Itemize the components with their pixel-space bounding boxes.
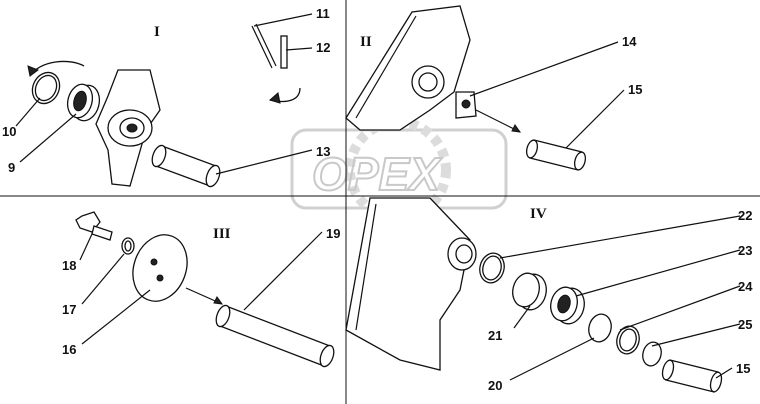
ring-24 xyxy=(616,325,640,355)
ring-22 xyxy=(479,252,505,284)
frame-lower xyxy=(345,197,471,371)
callout-10: 10 xyxy=(2,124,16,139)
callout-22: 22 xyxy=(738,208,752,223)
callout-25: 25 xyxy=(738,317,752,332)
callout-labels: 10 9 11 12 13 14 15 22 23 24 25 15 21 20… xyxy=(2,6,753,393)
callout-9: 9 xyxy=(8,160,15,175)
ring-10 xyxy=(31,71,61,105)
circlip-20 xyxy=(588,313,612,343)
section-label-iv: IV xyxy=(530,206,547,222)
section-label-ii: II xyxy=(360,34,372,50)
callout-16: 16 xyxy=(62,342,76,357)
callout-13: 13 xyxy=(316,144,330,159)
callout-11: 11 xyxy=(316,6,330,21)
ring-25 xyxy=(642,341,662,367)
callout-19: 19 xyxy=(326,226,340,241)
callout-14: 14 xyxy=(622,34,637,49)
section-i-parts xyxy=(27,23,301,188)
callout-23: 23 xyxy=(738,243,752,258)
section-label-i: I xyxy=(154,24,160,40)
section-label-iii: III xyxy=(213,226,231,242)
callout-12: 12 xyxy=(316,40,330,55)
rotation-arrow-left xyxy=(29,60,85,77)
leader-lines xyxy=(15,13,741,381)
washer-17 xyxy=(121,237,135,255)
callout-18: 18 xyxy=(62,258,76,273)
plate-16 xyxy=(132,234,188,302)
callout-15-bottom: 15 xyxy=(736,361,750,376)
pin-19 xyxy=(219,305,331,367)
pin-12 xyxy=(280,35,288,69)
section-iii-parts xyxy=(75,211,335,368)
callout-17: 17 xyxy=(62,302,76,317)
callout-21: 21 xyxy=(488,328,502,343)
callout-15-top: 15 xyxy=(628,82,642,97)
section-iv-parts xyxy=(345,197,723,393)
watermark-text: OPEX xyxy=(312,148,442,200)
section-ii-parts xyxy=(345,5,587,171)
callout-24: 24 xyxy=(738,279,753,294)
split-pin-11 xyxy=(251,25,273,69)
callout-20: 20 xyxy=(488,378,502,393)
frame-upper xyxy=(345,5,471,131)
